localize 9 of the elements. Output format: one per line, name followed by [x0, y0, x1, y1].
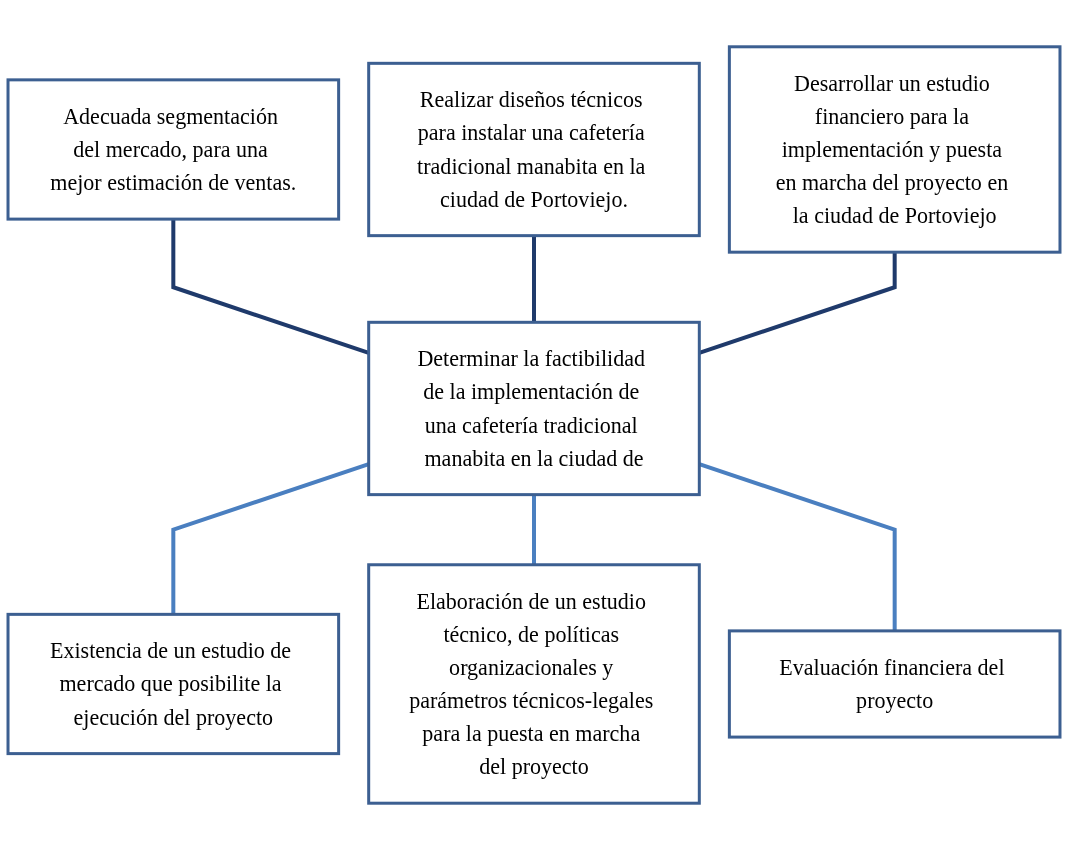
connector [532, 235, 536, 323]
node-box: Adecuada segmentación del mercado, para una mejor estimación de ventas. [6, 78, 341, 221]
node-box: Existencia de un estudio de mercado que posibilite la ejecución del proyecto [6, 612, 341, 756]
node-box: Realizar diseños técnicos para instalar una cafetería tradicional manabita en la ciudad de Portoviejo. [367, 61, 701, 238]
node-box: Elaboración de un estudio técnico, de políticas organizacionales y parámetros técnicos-legales para la puesta en marcha del proyecto [367, 563, 701, 805]
node-box: Desarrollar un estudio financiero para la implementación y puesta en marcha del proyecto en la ciudad de Portoviejo [727, 45, 1062, 254]
connector [532, 494, 536, 565]
node-box: Determinar la factibilidad de la implementación de una cafetería tradicional manabita en la ciudad de [367, 320, 701, 497]
node-box: Evaluación financiera del proyecto [727, 629, 1062, 739]
